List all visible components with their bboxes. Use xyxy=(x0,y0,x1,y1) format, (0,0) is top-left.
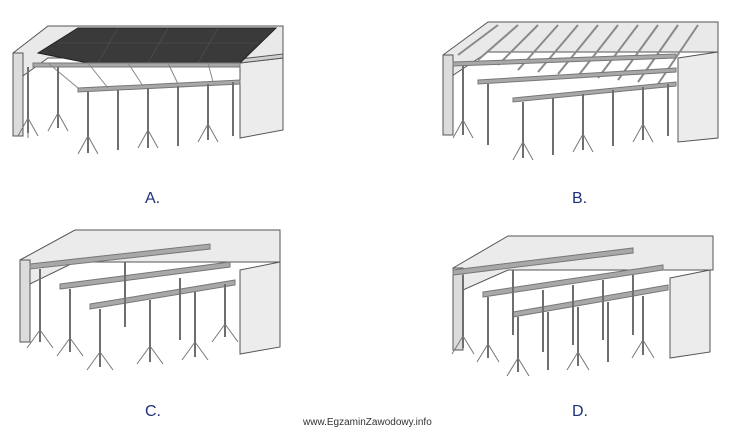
formwork-full-deck-drawing xyxy=(12,25,284,155)
formwork-props-extra-drawing xyxy=(451,235,714,377)
option-d-label[interactable]: D. xyxy=(572,403,588,420)
option-a-label[interactable]: A. xyxy=(145,190,161,207)
option-a-illustration xyxy=(8,18,293,163)
option-d-illustration xyxy=(448,230,723,380)
option-b-illustration xyxy=(438,10,723,165)
option-b-label[interactable]: B. xyxy=(572,190,588,207)
formwork-beams-drawing xyxy=(442,21,719,161)
option-c-label[interactable]: C. xyxy=(145,403,161,420)
option-c-illustration xyxy=(15,222,290,372)
watermark-text: www.EgzaminZawodowy.info xyxy=(303,417,432,428)
formwork-props-tripods-drawing xyxy=(19,229,281,371)
